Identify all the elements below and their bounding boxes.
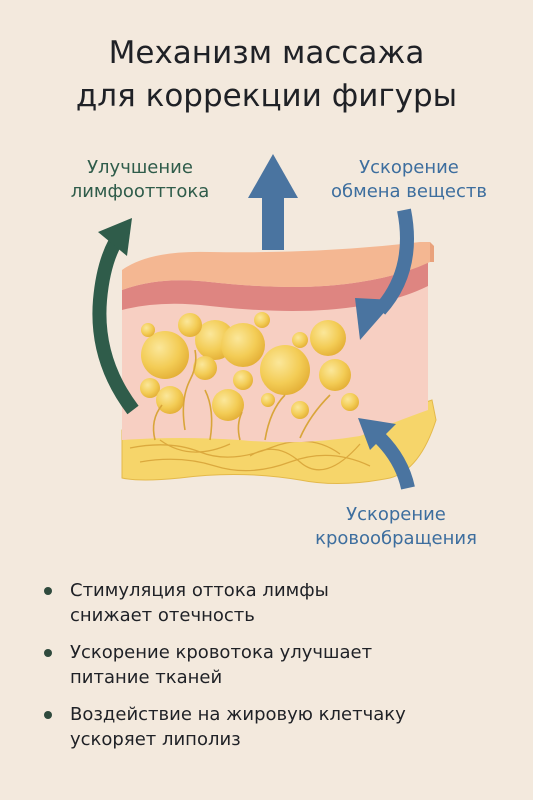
page-title: Механизм массажа для коррекции фигуры	[0, 32, 533, 118]
title-line-1: Механизм массажа	[108, 35, 425, 71]
list-item-line-1: Стимуляция оттока лимфы	[70, 580, 329, 601]
metabolism-label: Ускорение обмена веществ	[298, 156, 520, 204]
connective-strands	[152, 349, 331, 441]
benefits-list: Стимуляция оттока лимфы снижает отечност…	[44, 578, 514, 764]
list-item-line-2: ускоряет липолиз	[70, 729, 241, 750]
bullet-dot-icon	[44, 649, 52, 657]
metabolism-label-line-2: обмена веществ	[331, 181, 487, 202]
list-item-line-1: Ускорение кровотока улучшает	[70, 642, 373, 663]
circulation-label-line-1: Ускорение	[346, 504, 446, 525]
lymph-label-line-2: лимфоотттока	[70, 181, 210, 202]
circulation-arrow	[358, 418, 415, 490]
metabolism-curve-arrow	[355, 208, 414, 340]
fat-cells	[140, 312, 359, 421]
list-item-line-1: Воздействие на жировую клетчаку	[70, 704, 406, 725]
bullet-dot-icon	[44, 711, 52, 719]
list-item: Воздействие на жировую клетчаку ускоряет…	[44, 702, 514, 752]
list-item-line-2: питание тканей	[70, 667, 223, 688]
list-item: Стимуляция оттока лимфы снижает отечност…	[44, 578, 514, 628]
list-item: Ускорение кровотока улучшает питание тка…	[44, 640, 514, 690]
lymph-label: Улучшение лимфоотттока	[40, 156, 240, 204]
skin-vessel-layer	[122, 262, 428, 311]
lymph-label-line-1: Улучшение	[87, 157, 193, 178]
bullet-dot-icon	[44, 587, 52, 595]
epidermis-layer	[122, 242, 430, 290]
lymph-arrow	[92, 218, 139, 415]
circulation-label-line-2: кровообращения	[315, 528, 477, 549]
metabolism-label-line-1: Ускорение	[359, 157, 459, 178]
circulation-label: Ускорение кровообращения	[282, 503, 510, 551]
title-line-2: для коррекции фигуры	[75, 78, 458, 114]
list-item-line-2: снижает отечность	[70, 605, 255, 626]
metabolism-up-arrow	[248, 154, 298, 250]
